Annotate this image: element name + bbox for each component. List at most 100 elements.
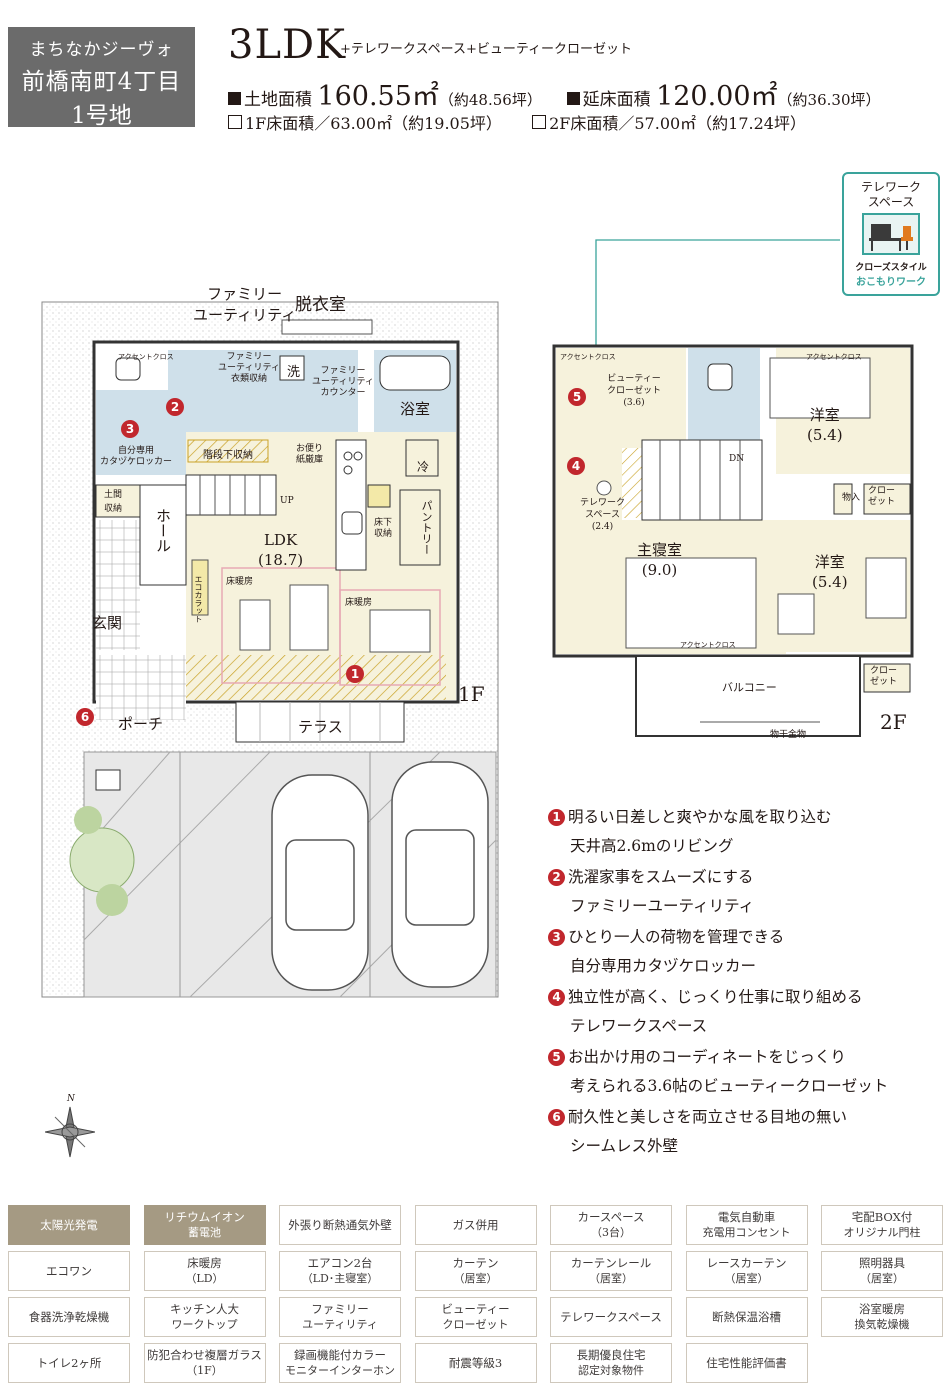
equipment-item: 電気自動車充電用コンセント [685, 1205, 808, 1245]
feature-title: 耐久性と美しさを両立させる目地の無い [568, 1108, 848, 1126]
feature-marker-2: 2 [166, 398, 184, 416]
land-area-label: 土地面積 [244, 90, 312, 110]
equipment-item: カースペース（3台） [550, 1205, 672, 1245]
family-closet-text3: 衣類収納 [230, 374, 267, 384]
equipment-sublabel: クローゼット [442, 1318, 509, 1331]
doma-storage-label: 土間 収納 [104, 488, 122, 516]
equipment-label: キッチン人大 [170, 1302, 239, 1316]
badge-title-line1: テレワーク [860, 180, 921, 194]
property-name-box: まちなかジーヴォ 前橋南町4丁目 1号地 [8, 27, 195, 129]
equipment-label: 住宅性能評価書 [706, 1355, 787, 1370]
equipment-sublabel: （居室） [724, 1272, 769, 1285]
land-area-value: 160.55㎡ [317, 81, 439, 112]
equipment-label: リチウムイオン [164, 1210, 245, 1224]
bath-label: 浴室 [400, 400, 431, 418]
equipment-label: カーテンレール [570, 1256, 652, 1270]
feature-title: ひとり一人の荷物を管理できる [568, 928, 785, 946]
feature-line2: 考えられる3.6帖のビューティークローゼット [570, 1077, 889, 1095]
counter-text1: ファミリー [320, 366, 366, 376]
locker-label: 自分専用 カタヅケロッカー [100, 446, 172, 468]
equipment-label: テレワークスペース [560, 1309, 662, 1324]
equipment-item: カーテン（居室） [414, 1251, 537, 1291]
land-area-tsubo: （約48.56坪） [438, 91, 542, 109]
feature-number-badge: 6 [548, 1109, 565, 1126]
floor1-area: 1F床面積／63.00㎡（約19.05坪） [245, 114, 502, 133]
fridge-label: 冷 [417, 460, 430, 474]
accent-cross-2f-a: アクセントクロス [806, 353, 862, 361]
equipment-item: 宅配BOX付オリジナル門柱 [821, 1205, 943, 1245]
locker-text2: カタヅケロッカー [100, 457, 173, 467]
floor-heating-label-1: 床暖房 [226, 577, 254, 587]
equipment-label: 電気自動車 [717, 1210, 776, 1224]
equipment-sublabel: ユーティリティ [302, 1318, 378, 1331]
equipment-item: 耐震等級3 [414, 1343, 537, 1383]
equipment-sublabel: （居室） [453, 1272, 498, 1285]
feature-line2: シームレス外壁 [570, 1137, 679, 1155]
equipment-sublabel: モニターインターホン [285, 1364, 395, 1377]
beauty-text3: (3.6) [623, 398, 645, 408]
western-b-size: (5.4) [812, 573, 848, 591]
equipment-label: ファミリー [311, 1302, 369, 1316]
feature-number-badge: 1 [548, 809, 565, 826]
feature-marker-5: 5 [568, 388, 586, 406]
equipment-sublabel: （居室） [589, 1272, 633, 1285]
equipment-item: 断熱保温浴槽 [685, 1297, 808, 1337]
equipment-item: 浴室暖房換気乾燥機 [821, 1297, 943, 1337]
filled-square-icon [566, 92, 580, 105]
plan-type: 3LDK [228, 22, 346, 68]
mail-text2: 紙厳庫 [296, 455, 324, 465]
badge-title-line2: スペース [867, 195, 915, 209]
ldk-size: (18.7) [258, 551, 304, 569]
equipment-label: レースカーテン [706, 1256, 787, 1270]
equipment-label: 耐震等級3 [448, 1355, 503, 1370]
telework-space-label: テレワーク スペース (2.4) [580, 497, 625, 533]
beauty-text1: ビューティー [607, 374, 661, 384]
mail-text1: お便り [296, 444, 324, 454]
feature-title: 独立性が高く、じっくり仕事に取り組める [568, 988, 863, 1006]
feature-number-badge: 5 [548, 1049, 565, 1066]
equipment-item: テレワークスペース [550, 1297, 672, 1337]
equipment-item: トイレ2ヶ所 [8, 1343, 130, 1383]
equipment-label: 床暖房 [187, 1256, 222, 1270]
master-text: 主寝室 [637, 541, 683, 559]
equipment-label: 太陽光発電 [40, 1217, 98, 1232]
equipment-sublabel: 蓄電池 [188, 1226, 221, 1239]
telework-text3: (2.4) [591, 522, 614, 532]
equipment-item: カーテンレール （居室） [550, 1251, 672, 1291]
filled-square-icon [228, 92, 241, 105]
north-compass-icon [45, 1106, 95, 1158]
western-room-b-label: 洋室 (5.4) [812, 552, 848, 592]
closet2-text1: クロー [870, 666, 898, 676]
ldk-text: LDK [263, 531, 298, 549]
outline-square-icon [532, 115, 547, 129]
equipment-label: 長期優良住宅 [576, 1348, 646, 1362]
feature-number-badge: 4 [548, 989, 565, 1006]
family-closet-label: ファミリー ユーティリティ 衣類収納 [218, 352, 280, 385]
equipment-sublabel: オリジナル門柱 [843, 1226, 921, 1239]
under-stairs-label: 階段下収納 [203, 450, 253, 461]
accent-cross-1f: アクセントクロス [118, 353, 174, 361]
equipment-sublabel: 認定対象物件 [578, 1364, 644, 1377]
master-bedroom-label: 主寝室 (9.0) [637, 540, 682, 580]
equipment-item: 食器洗浄乾燥機 [8, 1297, 130, 1337]
storage-label: 物入 [842, 493, 861, 503]
doma-text1: 土間 [104, 490, 123, 500]
mail-storage-label: お便り 紙厳庫 [296, 444, 323, 466]
equipment-label: 防犯合わせ複層ガラス [147, 1348, 262, 1362]
floor-storage-label: 床下 収納 [374, 518, 392, 540]
north-label: N [67, 1094, 75, 1104]
counter-text2: ユーティリティ [312, 377, 374, 387]
equipment-sublabel: 換気乾燥機 [854, 1318, 910, 1331]
equipment-label: エアコン2台 [307, 1256, 373, 1270]
equipment-label: 浴室暖房 [859, 1302, 905, 1316]
locker-text1: 自分専用 [118, 446, 155, 456]
equipment-sublabel: （居室） [860, 1272, 904, 1285]
equipment-label: ビューティー [441, 1302, 510, 1316]
closet1-text1: クロー [868, 486, 896, 496]
equipment-grid: 太陽光発電リチウムイオン蓄電池外張り断熱通気外壁ガス併用カースペース（3台）電気… [8, 1205, 943, 1390]
stairs-up-label: UP [280, 496, 294, 506]
floor2-area: 2F床面積／57.00㎡（約17.24坪） [549, 114, 806, 133]
ldk-label: LDK (18.7) [258, 530, 303, 570]
